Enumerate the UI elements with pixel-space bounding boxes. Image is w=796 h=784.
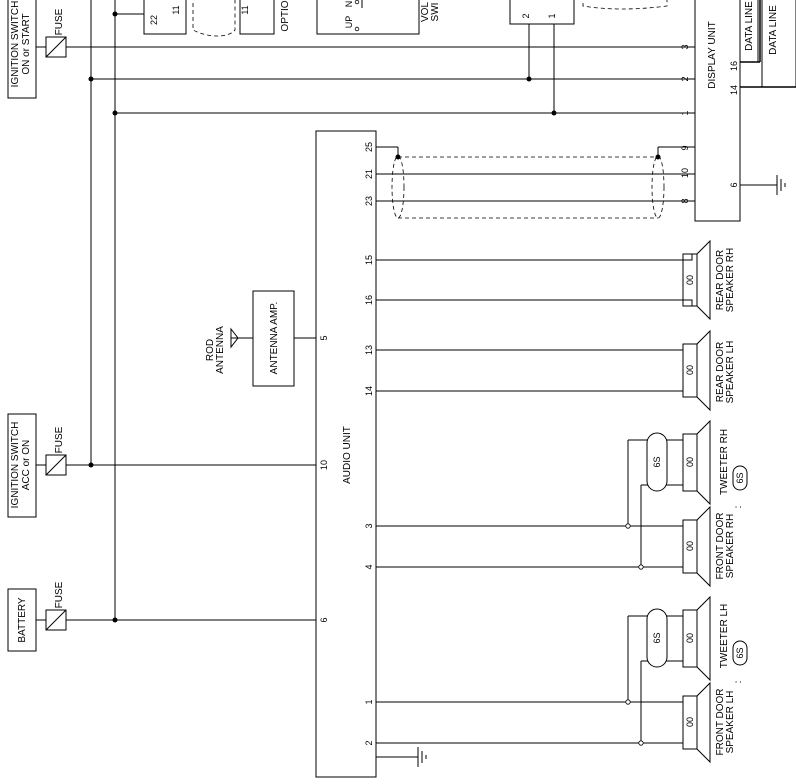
fuse-label-3: FUSE xyxy=(54,581,65,608)
front-door-speaker-rh: 00 FRONT DOOR SPEAKER RH xyxy=(376,505,736,588)
display-pin-1: 1 xyxy=(680,110,690,115)
audio-pin-2: 2 xyxy=(364,740,374,745)
top-n-label: N xyxy=(344,1,354,8)
front-rh-label-2: SPEAKER RH xyxy=(725,514,736,578)
top-fragments: 22 11 11 OPTIO N UP VOL SWI 2 1 xyxy=(112,0,668,37)
audio-pin-23: 23 xyxy=(364,196,374,206)
volume-switch-label-2: SWI xyxy=(430,3,441,22)
tweeter-rh: 6S 00 TWEETER RH : 6S xyxy=(625,419,748,570)
top-pin-2: 2 xyxy=(521,13,531,18)
rod-antenna-label-2: ANTENNA xyxy=(215,326,226,374)
ign-on-start-label-1: IGNITION SWITCH xyxy=(10,1,21,88)
tweeter-lh: 6S 00 TWEETER LH : 6S xyxy=(625,595,748,746)
connector-6s-note-lh: 6S xyxy=(735,647,745,658)
audio-unit-label: AUDIO UNIT xyxy=(342,426,353,484)
antenna-amp-label: ANTENNA AMP. xyxy=(269,302,280,375)
audio-pin-13: 13 xyxy=(364,345,374,355)
display-unit-label: DISPLAY UNIT xyxy=(707,21,718,88)
audio-pin-16: 16 xyxy=(364,295,374,305)
rear-rh-label-1: REAR DOOR xyxy=(715,250,726,311)
power-wiring xyxy=(66,0,695,623)
data-line-label-2: DATA LINE xyxy=(768,5,779,55)
antenna: ANTENNA AMP. ROD ANTENNA xyxy=(205,290,316,387)
tweeter-rh-colon: : xyxy=(733,506,744,509)
audio-pin-10: 10 xyxy=(319,460,329,470)
audio-pin-1: 1 xyxy=(364,699,374,704)
connector-6s-note-rh: 6S xyxy=(735,472,745,483)
display-pin-9: 9 xyxy=(680,145,690,150)
rear-door-speaker-lh: 00 REAR DOOR SPEAKER LH xyxy=(376,329,736,412)
top-pin-11a: 11 xyxy=(171,5,181,14)
audio-pin-25: 25 xyxy=(364,142,374,152)
tweeter-lh-colon: : xyxy=(733,681,744,684)
volume-switch-label-1: VOL xyxy=(420,2,431,22)
display-pin-2: 2 xyxy=(680,76,690,81)
top-up-label: UP xyxy=(344,16,354,29)
audio-pin-21: 21 xyxy=(364,169,374,179)
top-pin-22: 22 xyxy=(149,15,159,25)
connector-6s-rh xyxy=(646,432,668,492)
rear-rh-label-2: SPEAKER RH xyxy=(725,248,736,312)
speaker-coil-icon: 00 xyxy=(685,633,695,643)
speaker-coil-icon: 00 xyxy=(685,717,695,727)
ign-acc-label-2: ACC or ON xyxy=(21,440,32,491)
display-pin-14: 14 xyxy=(729,85,739,95)
audio-pin-3: 3 xyxy=(364,523,374,528)
connector-6s-label: 6S xyxy=(652,632,662,643)
front-lh-label-1: FRONT DOOR xyxy=(715,688,726,755)
top-pin-11b: 11 xyxy=(240,5,250,14)
connector-6s-label: 6S xyxy=(652,456,662,467)
display-pin-16: 16 xyxy=(729,61,739,71)
rear-lh-label-2: SPEAKER LH xyxy=(725,341,736,404)
fuse-label-2: FUSE xyxy=(54,426,65,453)
speaker-coil-icon: 00 xyxy=(685,541,695,551)
fuse-label-1: FUSE xyxy=(54,8,65,35)
audio-pin-5: 5 xyxy=(319,335,329,340)
display-unit: DISPLAY UNIT 3 2 1 9 10 8 6 14 16 DATA L… xyxy=(680,0,796,222)
display-pin-3: 3 xyxy=(680,44,690,49)
audio-unit: AUDIO UNIT 10 6 5 25 21 23 15 16 13 14 3… xyxy=(315,130,427,778)
battery-label: BATTERY xyxy=(17,597,28,643)
audio-pin-14: 14 xyxy=(364,386,374,396)
tweeter-lh-label: TWEETER LH xyxy=(719,604,730,668)
rear-lh-label-1: REAR DOOR xyxy=(715,342,726,403)
ign-acc-label-1: IGNITION SWITCH xyxy=(10,422,21,509)
speaker-coil-icon: 00 xyxy=(685,275,695,285)
display-pin-6: 6 xyxy=(729,182,739,187)
rear-door-speaker-rh: 00 REAR DOOR SPEAKER RH xyxy=(376,239,736,321)
ignition-acc-on-source: IGNITION SWITCH ACC or ON FUSE xyxy=(7,413,67,518)
audio-pin-6: 6 xyxy=(319,617,329,622)
data-line-label-1: DATA LINE xyxy=(744,1,755,51)
ignition-on-start-source: IGNITION SWITCH ON or START FUSE xyxy=(7,0,67,99)
option-label: OPTIO xyxy=(280,0,291,31)
battery-source: BATTERY FUSE xyxy=(7,581,67,652)
top-pin-1: 1 xyxy=(547,13,557,18)
speaker-coil-icon: 00 xyxy=(685,457,695,467)
shielded-signal-lines xyxy=(376,146,695,219)
front-rh-label-1: FRONT DOOR xyxy=(715,512,726,579)
tweeter-rh-label: TWEETER RH xyxy=(719,429,730,495)
front-lh-label-2: SPEAKER LH xyxy=(725,691,736,754)
audio-pin-15: 15 xyxy=(364,255,374,265)
audio-pin-4: 4 xyxy=(364,564,374,569)
display-pin-10: 10 xyxy=(680,168,690,178)
front-door-speaker-lh: 00 FRONT DOOR SPEAKER LH xyxy=(376,681,736,764)
connector-6s-lh xyxy=(646,608,668,668)
rod-antenna-label-1: ROD xyxy=(205,339,216,361)
ign-on-start-label-2: ON or START xyxy=(21,13,32,74)
speaker-coil-icon: 00 xyxy=(685,365,695,375)
